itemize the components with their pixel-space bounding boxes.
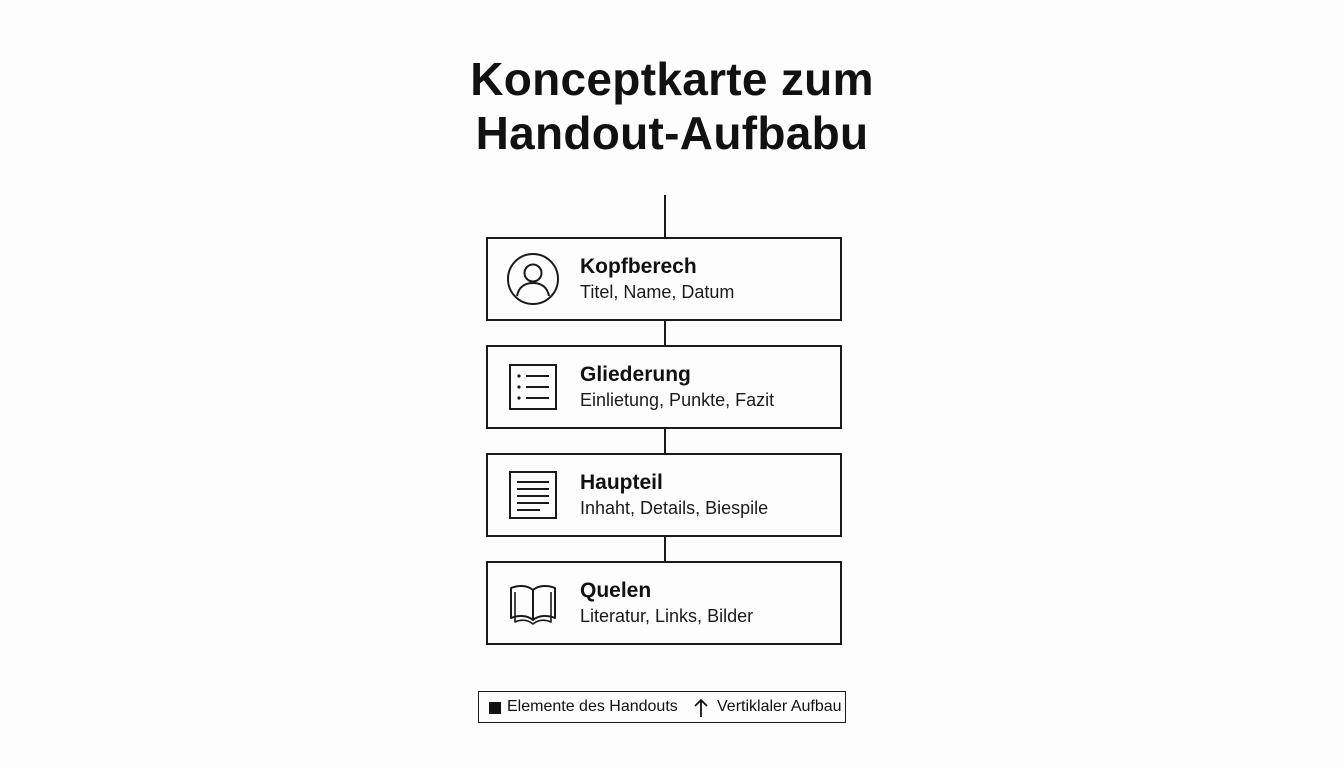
outline-list-icon: [509, 364, 557, 410]
section-heading: Quelen: [580, 579, 652, 602]
title-line-2: Handout-Aufbabu: [475, 107, 869, 159]
section-box-hauptteil: Haupteil Inhaht, Details, Biespile: [486, 453, 842, 537]
section-detail: Literatur, Links, Bilder: [580, 606, 754, 626]
connector-top: [664, 195, 666, 238]
legend-item-elements: Elemente des Handouts: [507, 698, 678, 715]
user-circle-icon: [507, 253, 559, 305]
document-lines-icon: [509, 471, 557, 519]
connector-2-3: [664, 428, 666, 454]
section-box-gliederung: Gliederung Einlietung, Punkte, Fazit: [486, 345, 842, 429]
diagram-title: Konceptkarte zum Handout-Aufbabu: [0, 52, 1344, 160]
section-detail: Einlietung, Punkte, Fazit: [580, 390, 775, 410]
section-detail: Titel, Name, Datum: [580, 282, 735, 302]
open-book-icon: [510, 584, 556, 625]
connector-3-4: [664, 536, 666, 562]
legend: Elemente des Handouts Vertiklaler Aufbau: [478, 691, 846, 723]
legend-square-icon: [489, 702, 501, 714]
section-box-quellen: Quelen Literatur, Links, Bilder: [486, 561, 842, 645]
legend-item-vertical: Vertiklaler Aufbau: [717, 698, 842, 715]
connector-1-2: [664, 320, 666, 346]
section-detail: Inhaht, Details, Biespile: [580, 498, 769, 518]
section-heading: Gliederung: [580, 363, 691, 386]
arrow-up-icon: [694, 698, 708, 717]
section-box-kopfbereich: Kopfberech Titel, Name, Datum: [486, 237, 842, 321]
section-heading: Haupteil: [580, 471, 663, 494]
section-heading: Kopfberech: [580, 255, 697, 278]
title-line-1: Konceptkarte zum: [470, 53, 874, 105]
